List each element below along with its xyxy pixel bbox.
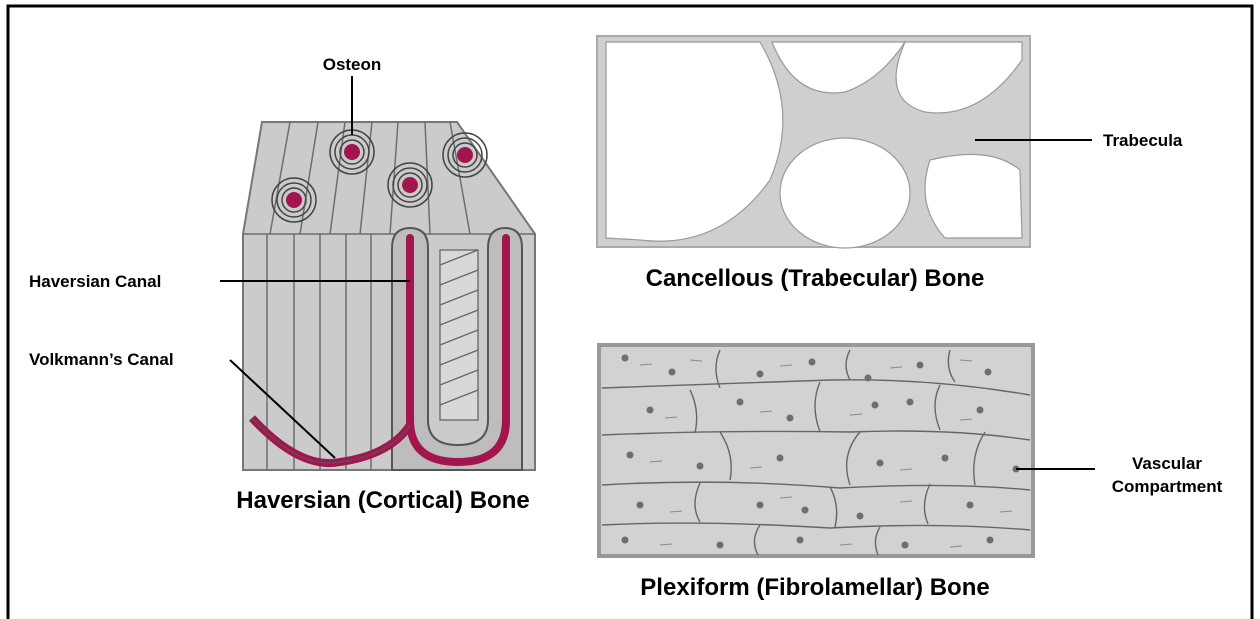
cancellous-bone-title: Cancellous (Trabecular) Bone	[646, 265, 985, 292]
haversian-canal-label: Haversian Canal	[29, 272, 161, 291]
cancellous-bone-illustration	[597, 36, 1092, 248]
vascular-compartment-label-line1: Vascular	[1132, 454, 1202, 473]
vascular-compartment-label-line2: Compartment	[1112, 477, 1223, 496]
osteon-label: Osteon	[323, 55, 382, 74]
volkmanns-canal-label: Volkmann’s Canal	[29, 350, 174, 369]
trabecula-label: Trabecula	[1103, 131, 1183, 150]
haversian-bone-illustration	[243, 122, 535, 470]
hatched-core	[440, 250, 478, 420]
plexiform-bone-illustration	[599, 345, 1095, 556]
haversian-bone-title: Haversian (Cortical) Bone	[236, 487, 529, 514]
plexiform-bone-title: Plexiform (Fibrolamellar) Bone	[640, 574, 989, 601]
